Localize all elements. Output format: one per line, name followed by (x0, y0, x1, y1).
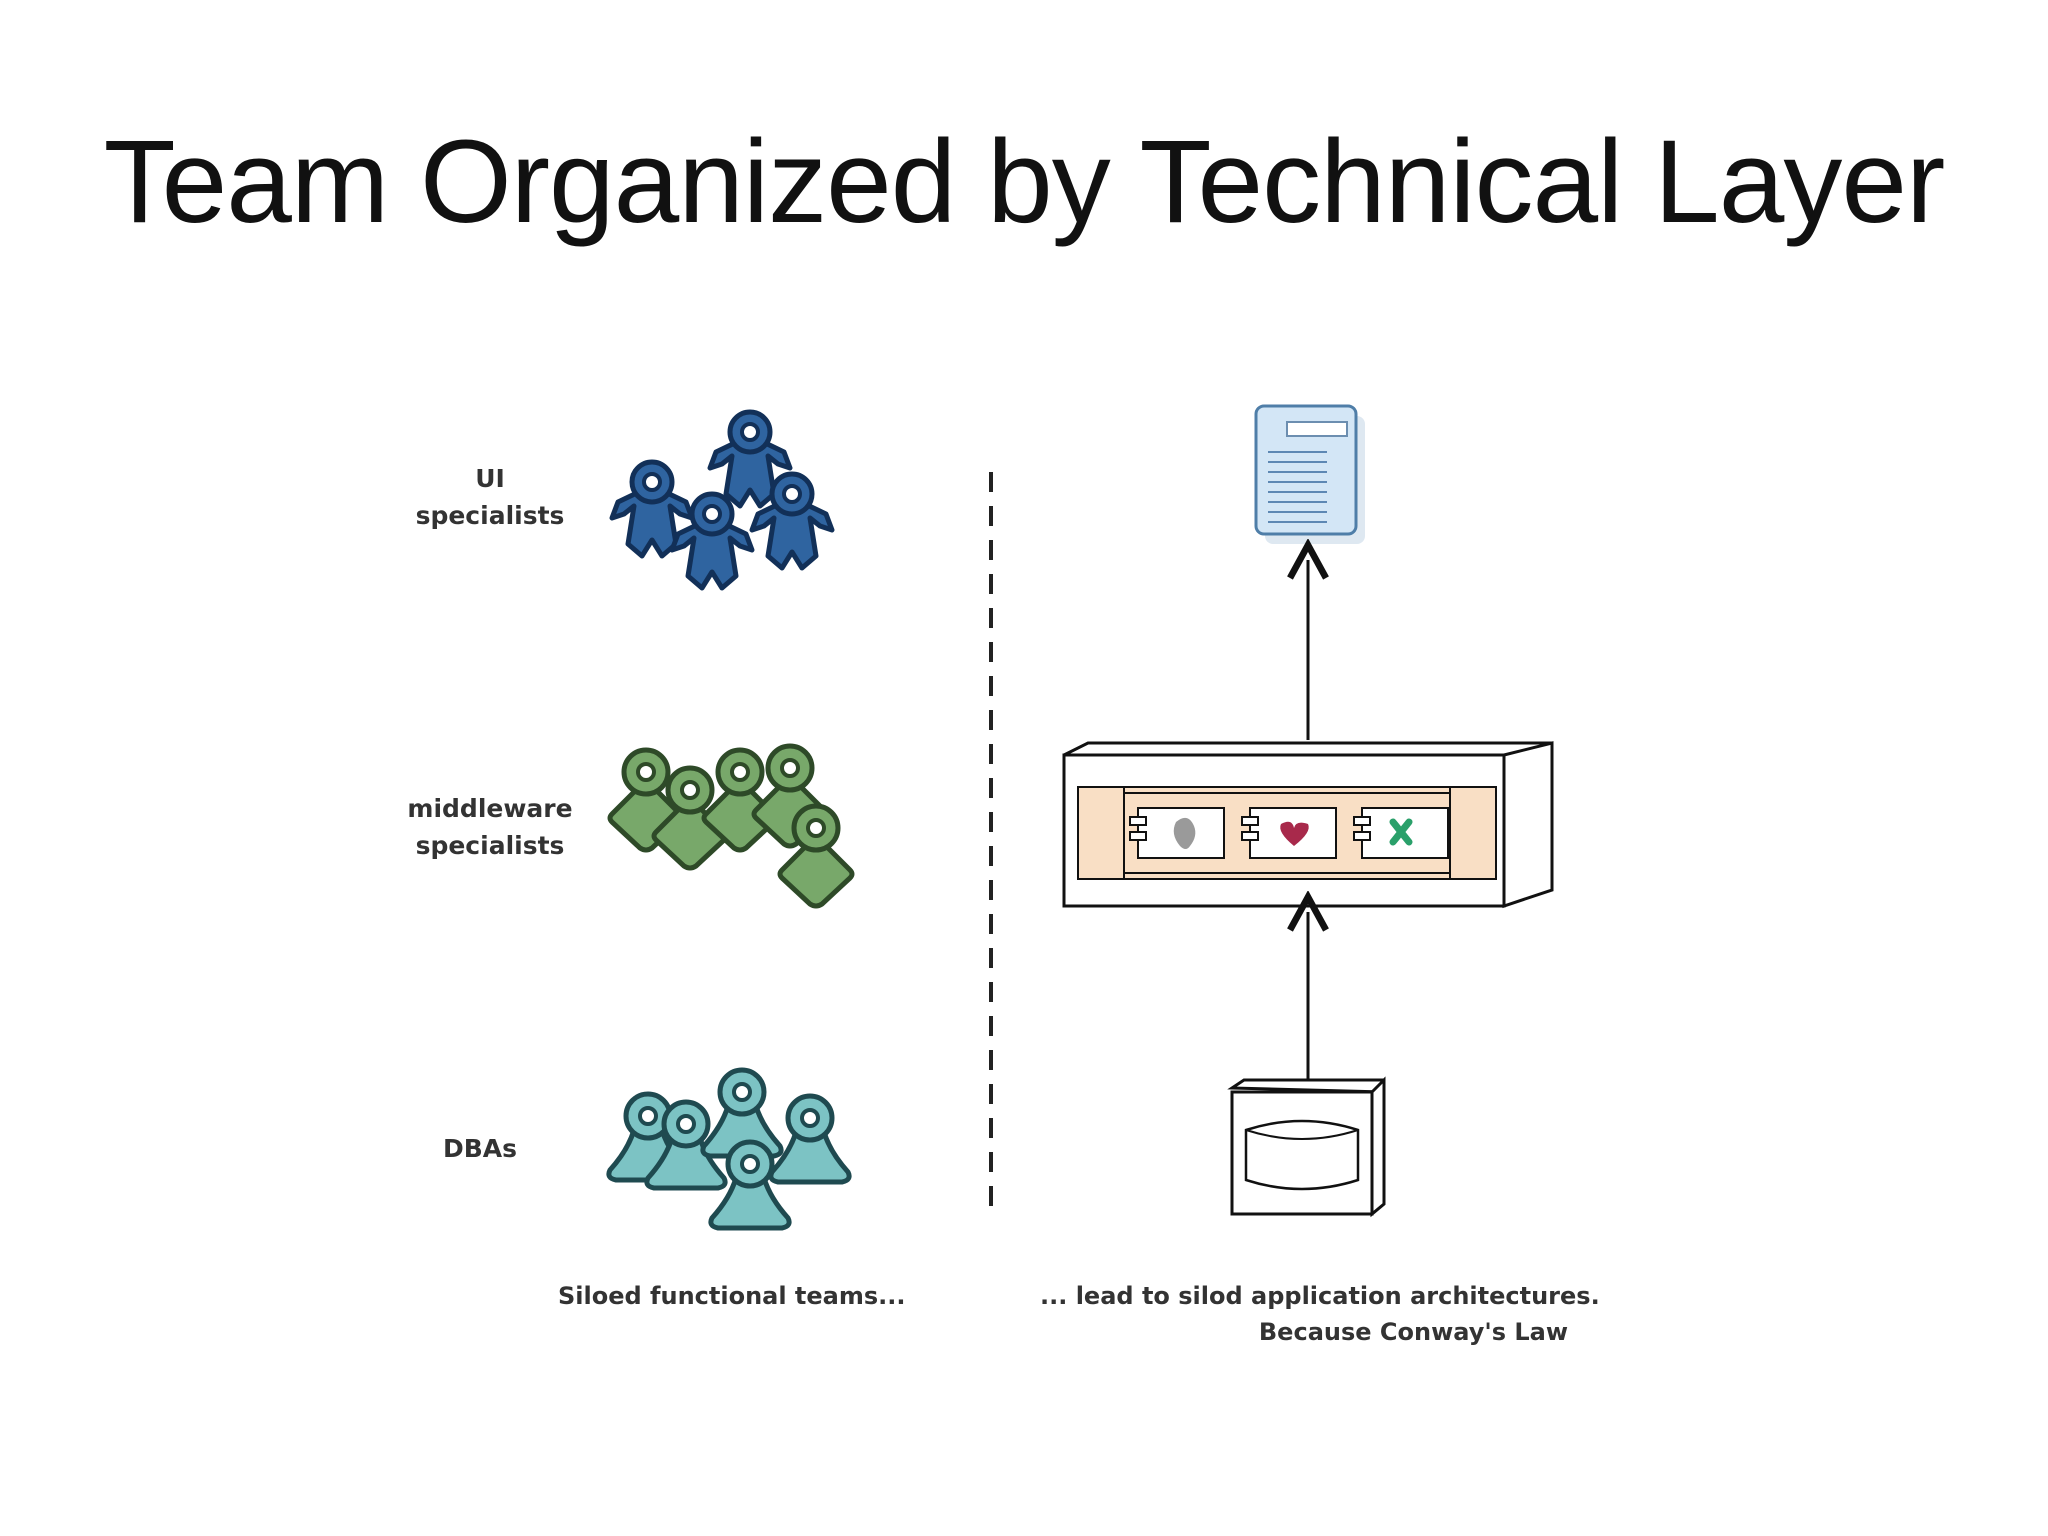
team-label-dbas: DBAs (442, 1134, 518, 1163)
caption-right-line2: Because Conway's Law (1258, 1318, 1568, 1346)
application-server-icon (1062, 741, 1554, 909)
ui-specialists-group-icon (612, 412, 832, 588)
team-label-ui: UI specialists (415, 464, 565, 530)
component-heart-icon (1241, 807, 1337, 859)
dbas-group-icon (609, 1070, 849, 1228)
database-server-icon (1227, 1076, 1386, 1218)
caption-right-line1: ... lead to silod application architectu… (1040, 1282, 1600, 1310)
team-label-middleware: middleware specialists (407, 794, 573, 860)
component-gray-icon (1129, 807, 1225, 859)
component-green-icon (1353, 807, 1449, 859)
middleware-specialists-group-icon (610, 746, 852, 906)
slide-title: Team Organized by Technical Layer (103, 116, 1946, 248)
document-icon (1254, 404, 1365, 544)
caption-left: Siloed functional teams... (558, 1282, 906, 1310)
